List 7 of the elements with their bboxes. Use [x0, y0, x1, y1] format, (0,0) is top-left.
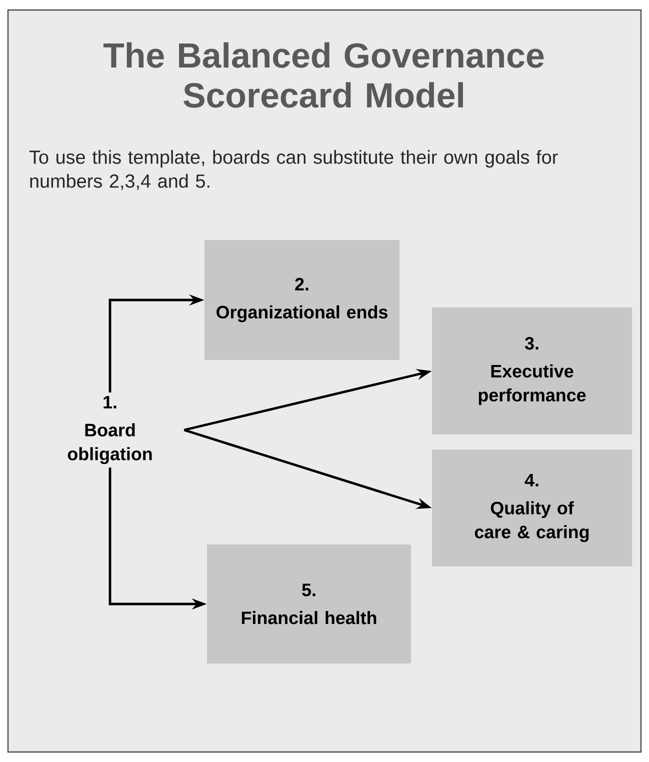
- process-box: 5. Financial health: [207, 544, 411, 664]
- process-box: 2. Organizational ends: [204, 240, 400, 360]
- process-box: 3. Executive performance: [432, 308, 632, 434]
- node-label: 1. Board obligation: [68, 396, 152, 464]
- title: The Balanced Governance Scorecard Model: [103, 42, 544, 108]
- caption: To use this template, boards can substitute their own goals for numbers 2,3,4 and 5.: [29, 150, 558, 190]
- process-box: 4. Quality of care & caring: [432, 450, 632, 566]
